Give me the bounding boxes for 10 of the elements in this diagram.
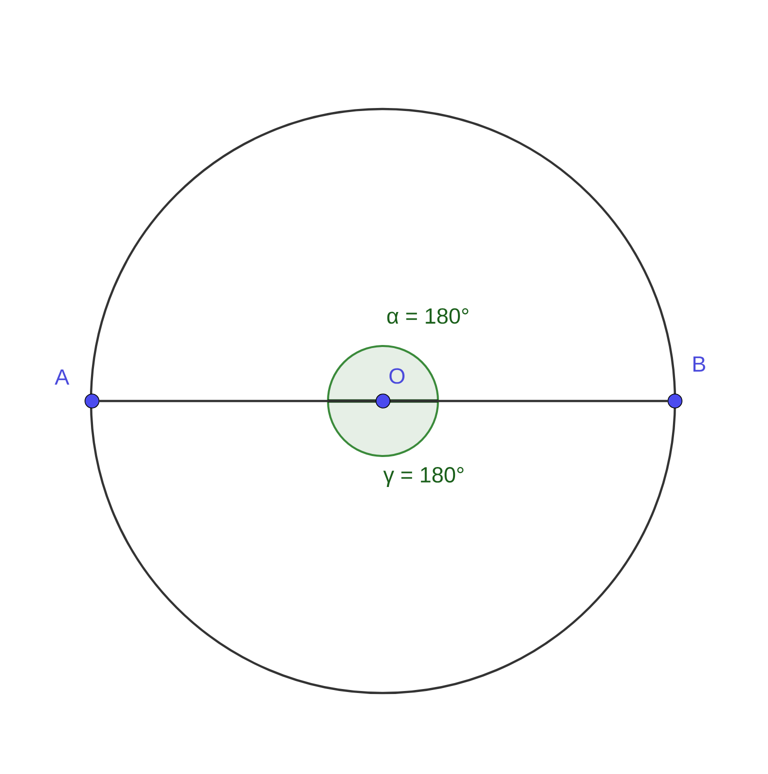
- line-segment: [390, 400, 668, 402]
- node-label: B: [693, 356, 706, 372]
- point: A: [54, 369, 100, 408]
- node-label: O: [389, 368, 404, 384]
- angle-label: α = 180°: [387, 308, 468, 324]
- point: O: [376, 368, 404, 408]
- line-segment: [99, 400, 376, 402]
- point: B: [668, 356, 706, 408]
- node-label: A: [54, 369, 70, 385]
- angle-label: γ = 180°: [383, 467, 464, 487]
